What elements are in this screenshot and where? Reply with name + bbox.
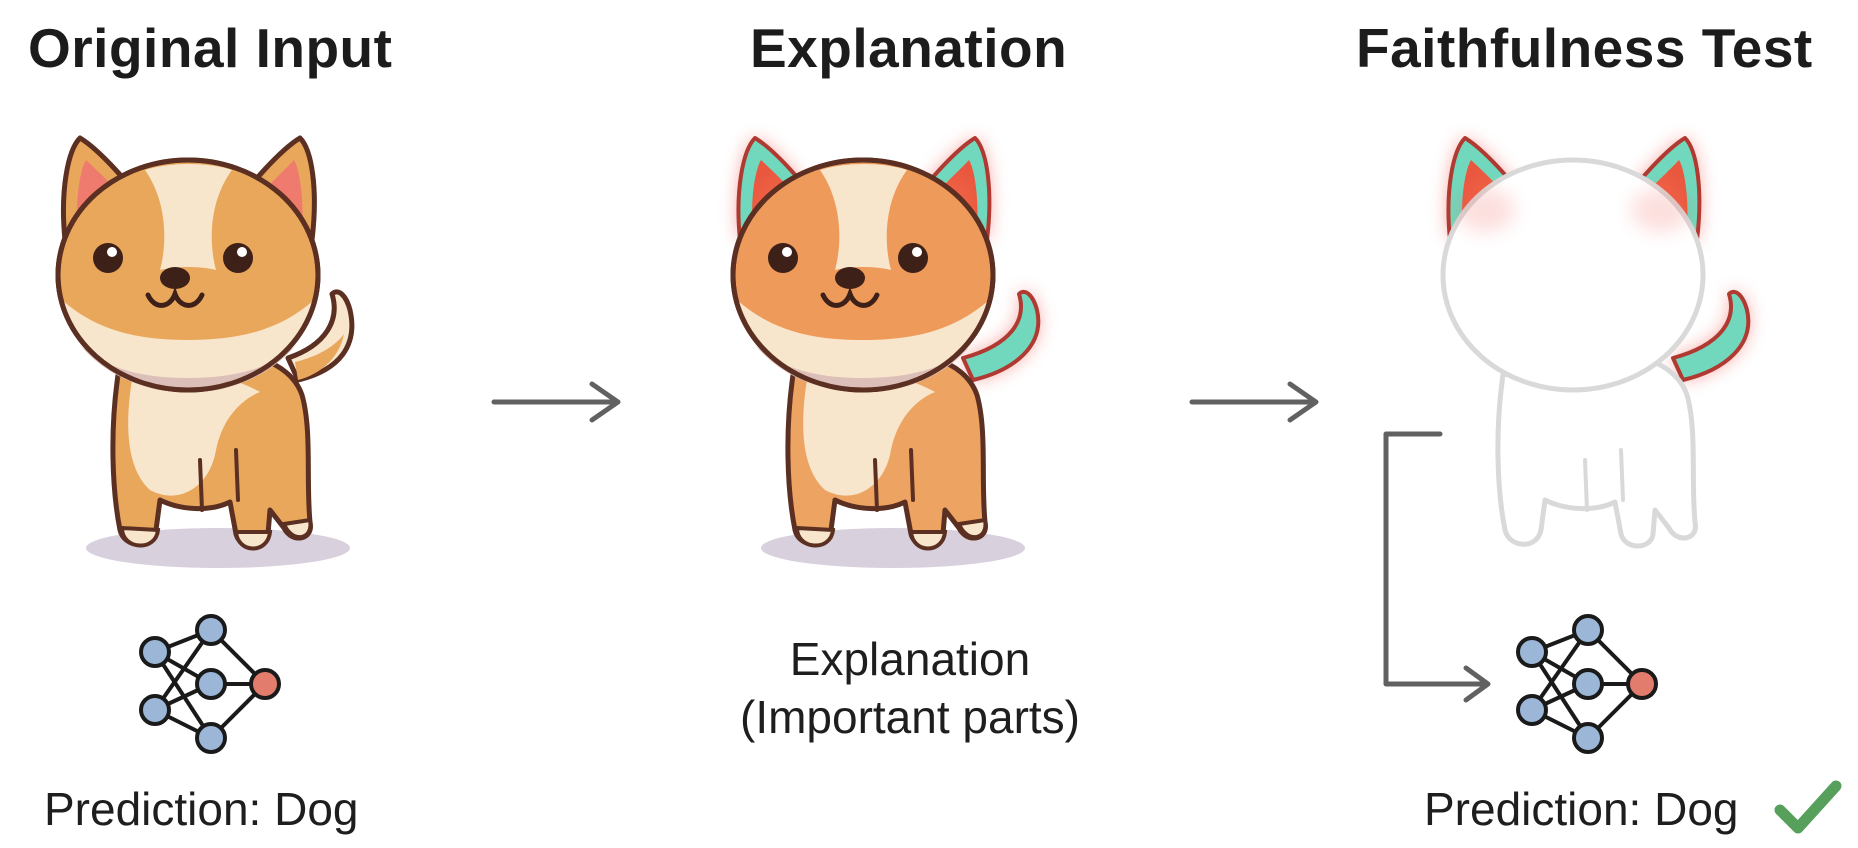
explanation-caption-line1: Explanation [789, 633, 1031, 685]
prediction-label-faithfulness: Prediction: Dog [1424, 783, 1739, 835]
neural-network-icon [135, 612, 285, 757]
explanation-caption-line2: (Important parts) [740, 691, 1080, 743]
dog-image-explanation [710, 130, 1100, 580]
panel-title-original-input: Original Input [28, 17, 393, 79]
panel-title-faithfulness-test: Faithfulness Test [1356, 17, 1813, 79]
arrow-right-icon [491, 380, 624, 424]
arrow-right-icon [1189, 380, 1322, 424]
prediction-label-original: Prediction: Dog [44, 783, 359, 835]
panel-title-explanation: Explanation [750, 17, 1068, 79]
elbow-arrow-icon [1378, 428, 1498, 703]
checkmark-icon [1774, 778, 1842, 836]
dog-image-masked [1420, 130, 1810, 580]
neural-network-icon [1512, 612, 1662, 757]
dog-image-original [40, 130, 420, 580]
